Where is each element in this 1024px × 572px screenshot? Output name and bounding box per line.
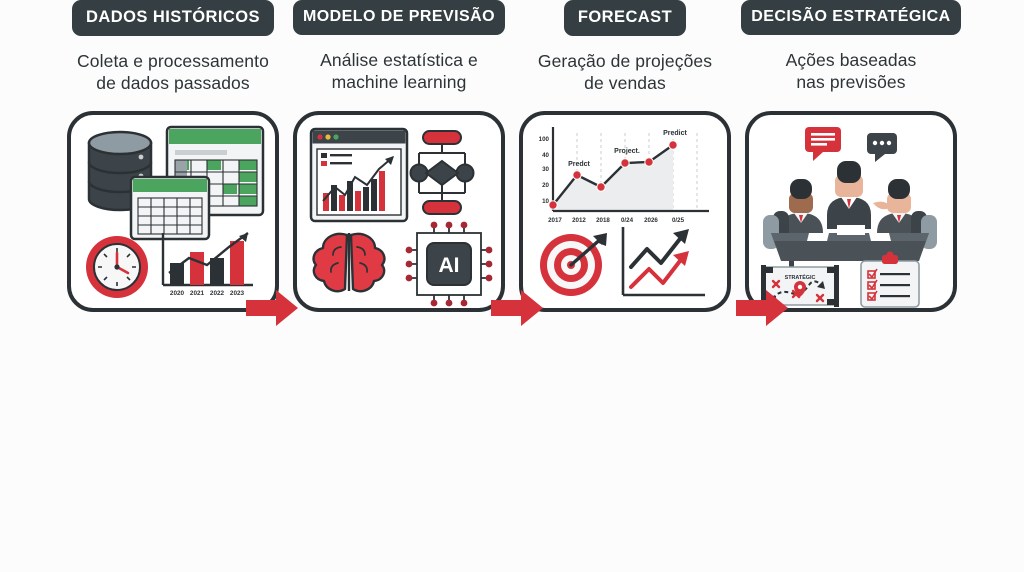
- stage-title-forecast: FORECAST: [563, 0, 687, 36]
- y-tick-label: 20: [542, 182, 549, 189]
- stage-title-decisao-estrategica: DECISÃO ESTRATÉGICA: [741, 0, 961, 35]
- trend-arrows-icon: [621, 227, 705, 297]
- subtitle-line-2: de vendas: [584, 72, 666, 93]
- bar-year-label: 2020: [170, 290, 185, 297]
- stage-card-decisao-estrategica: STRATÉGIC: [745, 110, 957, 312]
- arrow-3: [736, 288, 788, 328]
- subtitle-line-1: Ações baseadas: [785, 50, 917, 70]
- stage-dados-historicos: DADOS HISTÓRICOS Coleta e processamento …: [60, 0, 286, 313]
- subtitle-line-2: nas previsões: [796, 72, 906, 93]
- bar-year-label: 2021: [190, 290, 205, 297]
- y-tick-label: 100: [539, 136, 550, 143]
- target-icon: [540, 233, 607, 297]
- x-tick-label: 2017: [548, 217, 562, 224]
- y-tick-label: 30: [542, 166, 549, 173]
- stage-card-forecast: 100 40 30 20 10 2017 2012 2018 0/24 2026…: [519, 111, 731, 313]
- person-icon: [827, 160, 871, 229]
- subtitle-line-1: Análise estatística e: [320, 50, 478, 70]
- flowchart-icon: [409, 129, 475, 215]
- x-tick-label: 0/25: [672, 217, 685, 224]
- stage-forecast: FORECAST Geração de projeções de vendas: [512, 0, 738, 313]
- arrow-1: [246, 288, 298, 328]
- chart-annotation: Predict: [663, 130, 687, 137]
- clock-icon: [86, 236, 148, 299]
- stage-card-dados-historicos: 2020 2021 2022 2023: [67, 111, 279, 313]
- y-tick-label: 10: [542, 198, 549, 205]
- bar-chart-icon: 2020 2021 2022 2023: [161, 232, 253, 297]
- x-tick-label: 2018: [596, 217, 610, 224]
- ai-chip-label: AI: [439, 254, 460, 277]
- subtitle-line-1: Coleta e processamento: [77, 50, 269, 71]
- chart-annotation: Predct: [568, 161, 590, 168]
- brain-icon: [312, 232, 386, 293]
- chart-annotation: Project.: [614, 148, 640, 155]
- x-tick-label: 0/24: [621, 217, 634, 224]
- stage-card-modelo-de-previsao: AI: [293, 110, 505, 312]
- ai-chip-icon: AI: [405, 221, 493, 307]
- stage-title-modelo-de-previsao: MODELO DE PREVISÃO: [292, 0, 506, 35]
- speech-bubble-icon: [805, 126, 841, 161]
- subtitle-line-2: de dados passados: [96, 72, 250, 93]
- bar-year-label: 2023: [230, 290, 245, 297]
- strategy-map-icon: STRATÉGIC: [761, 264, 839, 307]
- subtitle-line-2: machine learning: [331, 72, 467, 93]
- spreadsheet-icon: [129, 176, 211, 241]
- x-tick-label: 2026: [644, 217, 658, 224]
- stage-subtitle-decisao-estrategica: Ações baseadas nas previsões: [786, 49, 917, 94]
- subtitle-line-1: Geração de projeções: [537, 50, 713, 71]
- stage-subtitle-dados-historicos: Coleta e processamento de dados passados: [77, 50, 269, 95]
- speech-bubble-icon: [867, 132, 897, 162]
- y-tick-label: 40: [542, 152, 549, 159]
- stage-subtitle-modelo-de-previsao: Análise estatística e machine learning: [320, 49, 478, 94]
- stage-modelo-de-previsao: MODELO DE PREVISÃO Análise estatística e…: [286, 0, 512, 312]
- line-chart-icon: 100 40 30 20 10 2017 2012 2018 0/24 2026…: [539, 127, 709, 224]
- checklist-icon: [860, 251, 920, 308]
- stage-decisao-estrategica: DECISÃO ESTRATÉGICA Ações baseadas nas p…: [738, 0, 964, 312]
- arrow-2: [491, 288, 543, 328]
- meeting-icon: [763, 126, 937, 277]
- stage-subtitle-forecast: Geração de projeções de vendas: [538, 50, 712, 95]
- x-tick-label: 2012: [572, 217, 586, 224]
- browser-chart-icon: [309, 127, 409, 223]
- strategy-map-label: STRATÉGIC: [785, 273, 816, 281]
- bar-year-label: 2022: [210, 290, 225, 297]
- stage-title-dados-historicos: DADOS HISTÓRICOS: [71, 0, 275, 36]
